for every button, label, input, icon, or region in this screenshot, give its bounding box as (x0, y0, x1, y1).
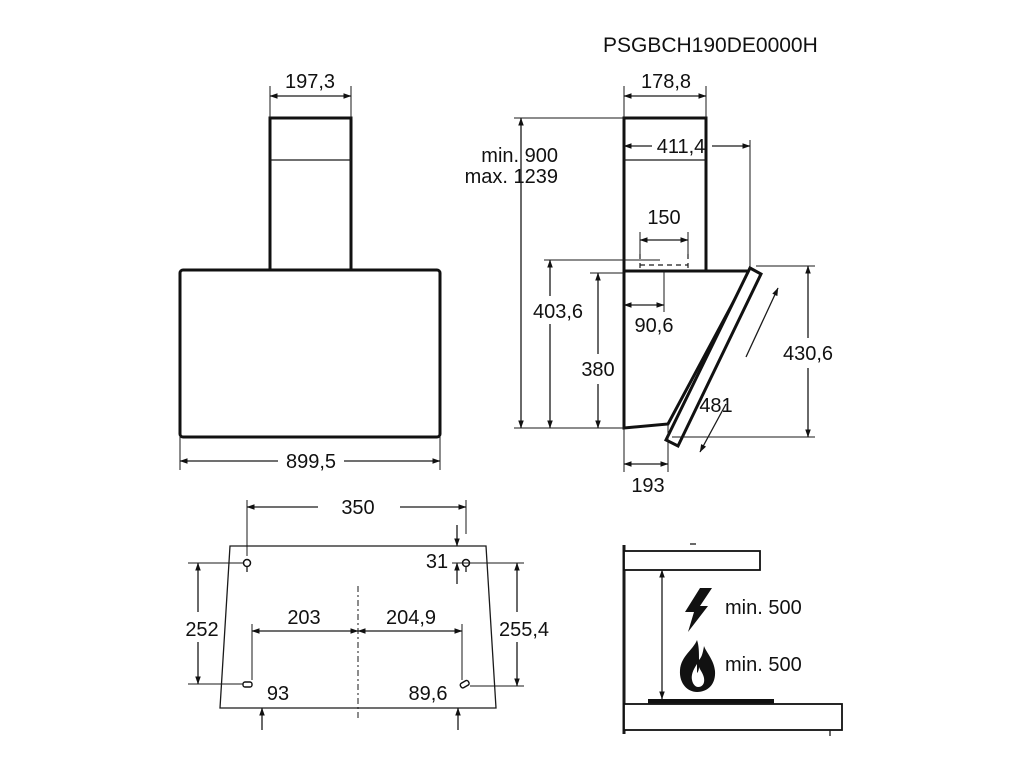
clearance-worktop (623, 703, 843, 731)
clearance-hood (623, 550, 761, 571)
electric-clearance-label: min. 500 (725, 597, 802, 619)
right-height-label: 255,4 (499, 619, 549, 641)
side-glass-panel (664, 265, 763, 449)
model-code: PSGBCH190DE0000H (603, 34, 818, 57)
duct-diameter-label: 150 (647, 207, 680, 229)
height-403-label: 403,6 (533, 301, 583, 323)
height-min-label: min. 900 (481, 145, 558, 167)
bottom-left-label: 93 (267, 683, 289, 705)
front-hood-body (178, 268, 442, 439)
lightning-icon (685, 588, 712, 632)
wall-mount-template: 350 31 252 255,4 203 204,9 93 89,6 (185, 497, 549, 730)
side-chimney (622, 116, 708, 273)
clearance-diagram: min. 500 min. 500 (622, 543, 843, 736)
glass-length-label: 481 (699, 395, 732, 417)
front-chimney (268, 116, 353, 272)
chimney-depth-label: 178,8 (641, 71, 691, 93)
glass-height-label: 430,6 (783, 343, 833, 365)
flame-icon (679, 640, 716, 692)
hole-offset-label: 31 (426, 551, 448, 573)
height-max-label: max. 1239 (465, 166, 558, 188)
left-top-hole (242, 558, 252, 568)
center-right-label: 204,9 (386, 607, 436, 629)
mounting-template-outline (219, 545, 497, 709)
bottom-depth-label: 193 (631, 475, 664, 497)
duct-offset-label: 90,6 (635, 315, 674, 337)
right-bottom-slot (459, 679, 470, 689)
bottom-right-label: 89,6 (409, 683, 448, 705)
hood-width-label: 899,5 (286, 451, 336, 473)
clearance-cooktop (648, 699, 774, 704)
holes-spacing-label: 350 (341, 497, 374, 519)
total-depth-label: 411,4 (657, 136, 706, 158)
gas-clearance-label: min. 500 (725, 654, 802, 676)
left-height-label: 252 (185, 619, 218, 641)
side-view: 178,8 411,4 150 90,6 min. 900 max. 1239 … (465, 71, 833, 497)
height-380-label: 380 (581, 359, 614, 381)
center-left-label: 203 (287, 607, 320, 629)
left-bottom-slot (242, 681, 253, 688)
front-view: 197,3 899,5 (178, 71, 442, 473)
chimney-width-label: 197,3 (285, 71, 335, 93)
